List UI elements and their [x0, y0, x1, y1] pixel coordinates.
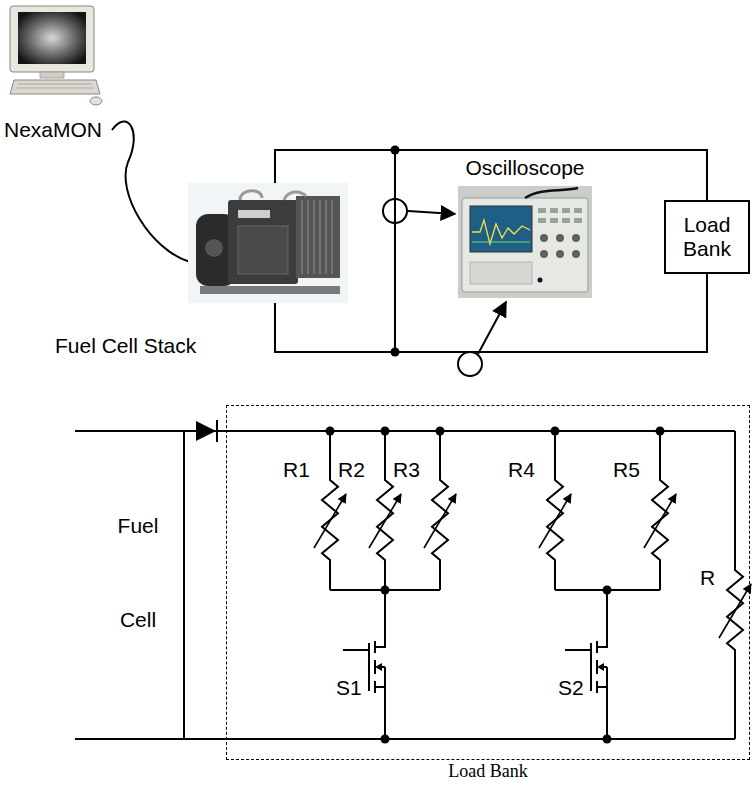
mosfet-symbol — [375, 590, 385, 647]
voltage-probe — [458, 352, 482, 376]
resistor-label: R2 — [338, 458, 365, 482]
photo-ground — [458, 186, 592, 298]
wire — [226, 738, 735, 740]
photo-ground — [188, 183, 348, 303]
junction-dot — [381, 427, 390, 436]
monitor — [10, 6, 94, 72]
oscilloscope-photo: Oscilloscope — [458, 186, 592, 298]
mosfet-symbol — [597, 667, 607, 739]
variable-arrow — [424, 494, 456, 548]
monitor-screen — [18, 12, 86, 64]
stack-pipes — [240, 191, 306, 200]
fuel-cell-stack-photo: Fuel Cell Stack — [188, 183, 348, 303]
resistor-symbol — [727, 431, 743, 739]
variable-arrow — [369, 494, 401, 548]
waveform — [472, 220, 530, 244]
monitor-cable — [112, 121, 190, 262]
probe-arrow — [478, 302, 506, 354]
mouse — [90, 97, 102, 105]
stack-cells — [238, 226, 288, 274]
scope-knobs — [540, 234, 580, 258]
mosfet-symbol — [375, 663, 382, 671]
junction-dot — [603, 586, 612, 595]
keyboard-keys — [16, 84, 94, 88]
mosfet-symbol — [375, 667, 385, 739]
oscilloscope-illustration — [458, 186, 592, 298]
keyboard — [10, 80, 100, 94]
junction-dot — [381, 586, 390, 595]
junction-dot — [381, 735, 390, 744]
variable-arrow — [539, 494, 571, 548]
node-text: Fuel Cell Stack — [55, 334, 196, 358]
wire-connector — [275, 274, 707, 352]
radiator-fins — [302, 200, 332, 274]
stack-base — [200, 286, 340, 294]
scope-buttons — [538, 208, 582, 223]
probe-arrow — [408, 211, 455, 214]
junction-dot — [551, 427, 560, 436]
fuel-cell-stack-illustration — [188, 183, 348, 303]
mosfet-symbol — [597, 590, 607, 647]
monitor-stand — [40, 72, 64, 78]
resistor-label: R4 — [508, 458, 535, 482]
wire-connector — [275, 150, 707, 200]
wire — [394, 150, 396, 352]
junction-dot — [436, 427, 445, 436]
node-text: Oscilloscope — [458, 156, 592, 180]
probe-cable — [525, 188, 578, 198]
node-text: Load Bank — [666, 213, 748, 261]
mosfet-symbol — [565, 649, 591, 651]
stack-plate — [238, 210, 270, 218]
resistor-label: R — [700, 566, 715, 590]
computer-icon — [10, 6, 102, 105]
variable-arrow — [314, 494, 346, 548]
scope-screen — [470, 206, 532, 252]
scope-body — [462, 198, 588, 292]
junction-dot — [656, 427, 665, 436]
stack-body — [228, 200, 298, 284]
switch-label: S1 — [336, 676, 362, 700]
waveform — [472, 242, 530, 243]
load-bank-box: Load Bank — [664, 200, 750, 274]
probe-jack — [538, 278, 543, 283]
wire-connector — [184, 430, 227, 432]
blower-hub — [205, 239, 223, 257]
resistor-label: R5 — [613, 458, 640, 482]
node-text: Fuel Cell — [103, 479, 173, 667]
variable-arrow — [719, 584, 751, 638]
fuel-cell-source: Fuel Cell — [75, 430, 185, 740]
scope-panel — [470, 262, 532, 284]
resistor-label: R3 — [393, 458, 420, 482]
resistor-label: R1 — [283, 458, 310, 482]
node-text: Load Bank — [227, 761, 749, 782]
current-probe — [383, 199, 407, 223]
switch-label: S2 — [558, 676, 584, 700]
mosfet-symbol — [597, 663, 604, 671]
junction-dot — [326, 427, 335, 436]
variable-arrow — [644, 494, 676, 548]
mosfet-symbol — [343, 649, 369, 651]
junction-dot — [603, 735, 612, 744]
software-label: NexaMON — [4, 118, 102, 142]
radiator — [296, 196, 340, 278]
wire-connector — [184, 738, 227, 740]
